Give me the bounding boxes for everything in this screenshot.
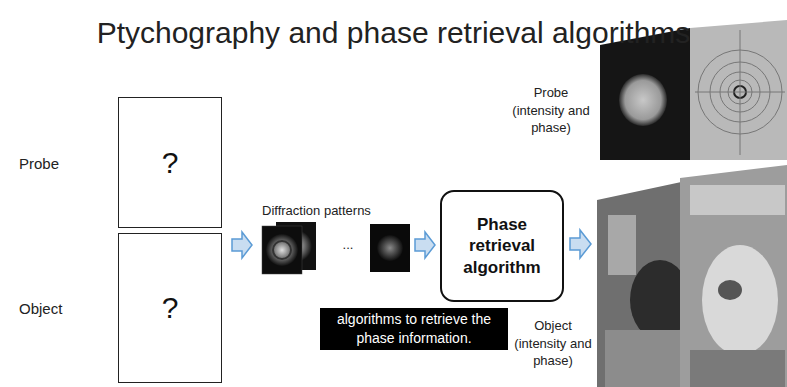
object-phase-image [690,185,785,215]
block-arrow [232,232,252,258]
diffraction-image [370,224,410,272]
section-label: Diffraction patterns [262,202,402,220]
side-label: Object [19,300,62,317]
object-phase-image [680,165,787,387]
algorithm-box: Phase retrieval algorithm [440,190,564,302]
ellipsis: ... [330,236,366,254]
probe-box: Probe? [118,97,222,228]
object-images [597,165,787,387]
object-phase-image [702,245,778,355]
box-text: Phase retrieval algorithm [442,214,562,278]
diffraction-image [273,241,291,259]
output-label: Object (intensity and phase) [514,317,592,370]
object-intensity-image [608,215,636,275]
probe-phase-image [695,30,785,155]
block-arrow [570,230,591,258]
block-arrow [415,232,435,258]
object-phase-image [718,280,742,300]
subtitle-caption: algorithms to retrieve the phase informa… [320,308,508,350]
object-box: Object? [118,233,222,383]
title: Ptychography and phase retrieval algorit… [0,16,787,50]
object-phase-image [690,350,785,387]
side-label: Probe [19,154,59,171]
probe-phase-image [690,20,787,160]
diffraction-image [377,235,403,261]
diffraction-images [262,222,410,274]
unknown-mark: ? [162,146,179,180]
diffraction-image [262,226,302,274]
unknown-mark: ? [162,291,179,325]
diffraction-image [266,234,298,266]
probe-intensity-image [619,74,667,126]
output-label: Probe (intensity and phase) [510,84,592,137]
